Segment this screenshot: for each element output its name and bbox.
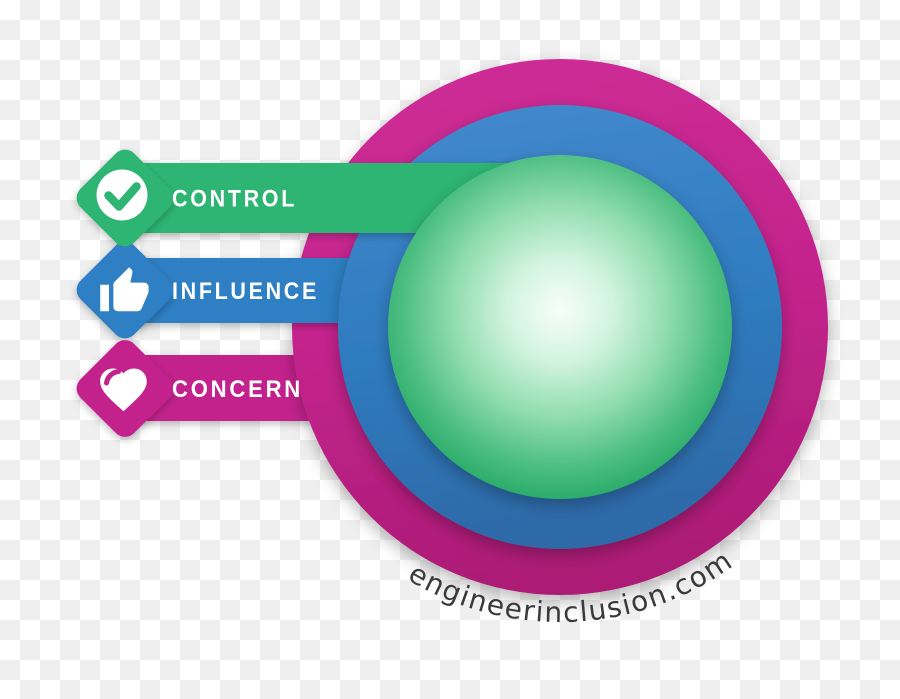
control-label: CONTROL — [172, 186, 297, 213]
thumbs-up-icon — [100, 267, 149, 312]
influence-label: INFLUENCE — [172, 278, 319, 305]
control-circle — [388, 155, 732, 499]
check-icon-mark — [104, 182, 141, 211]
check-icon-circle — [96, 169, 148, 221]
check-icon — [96, 169, 148, 221]
heart-icon — [100, 368, 147, 412]
heart-icon-shape — [100, 368, 147, 412]
heart-icon-shine — [104, 369, 121, 386]
concern-label: CONCERN — [172, 376, 303, 403]
